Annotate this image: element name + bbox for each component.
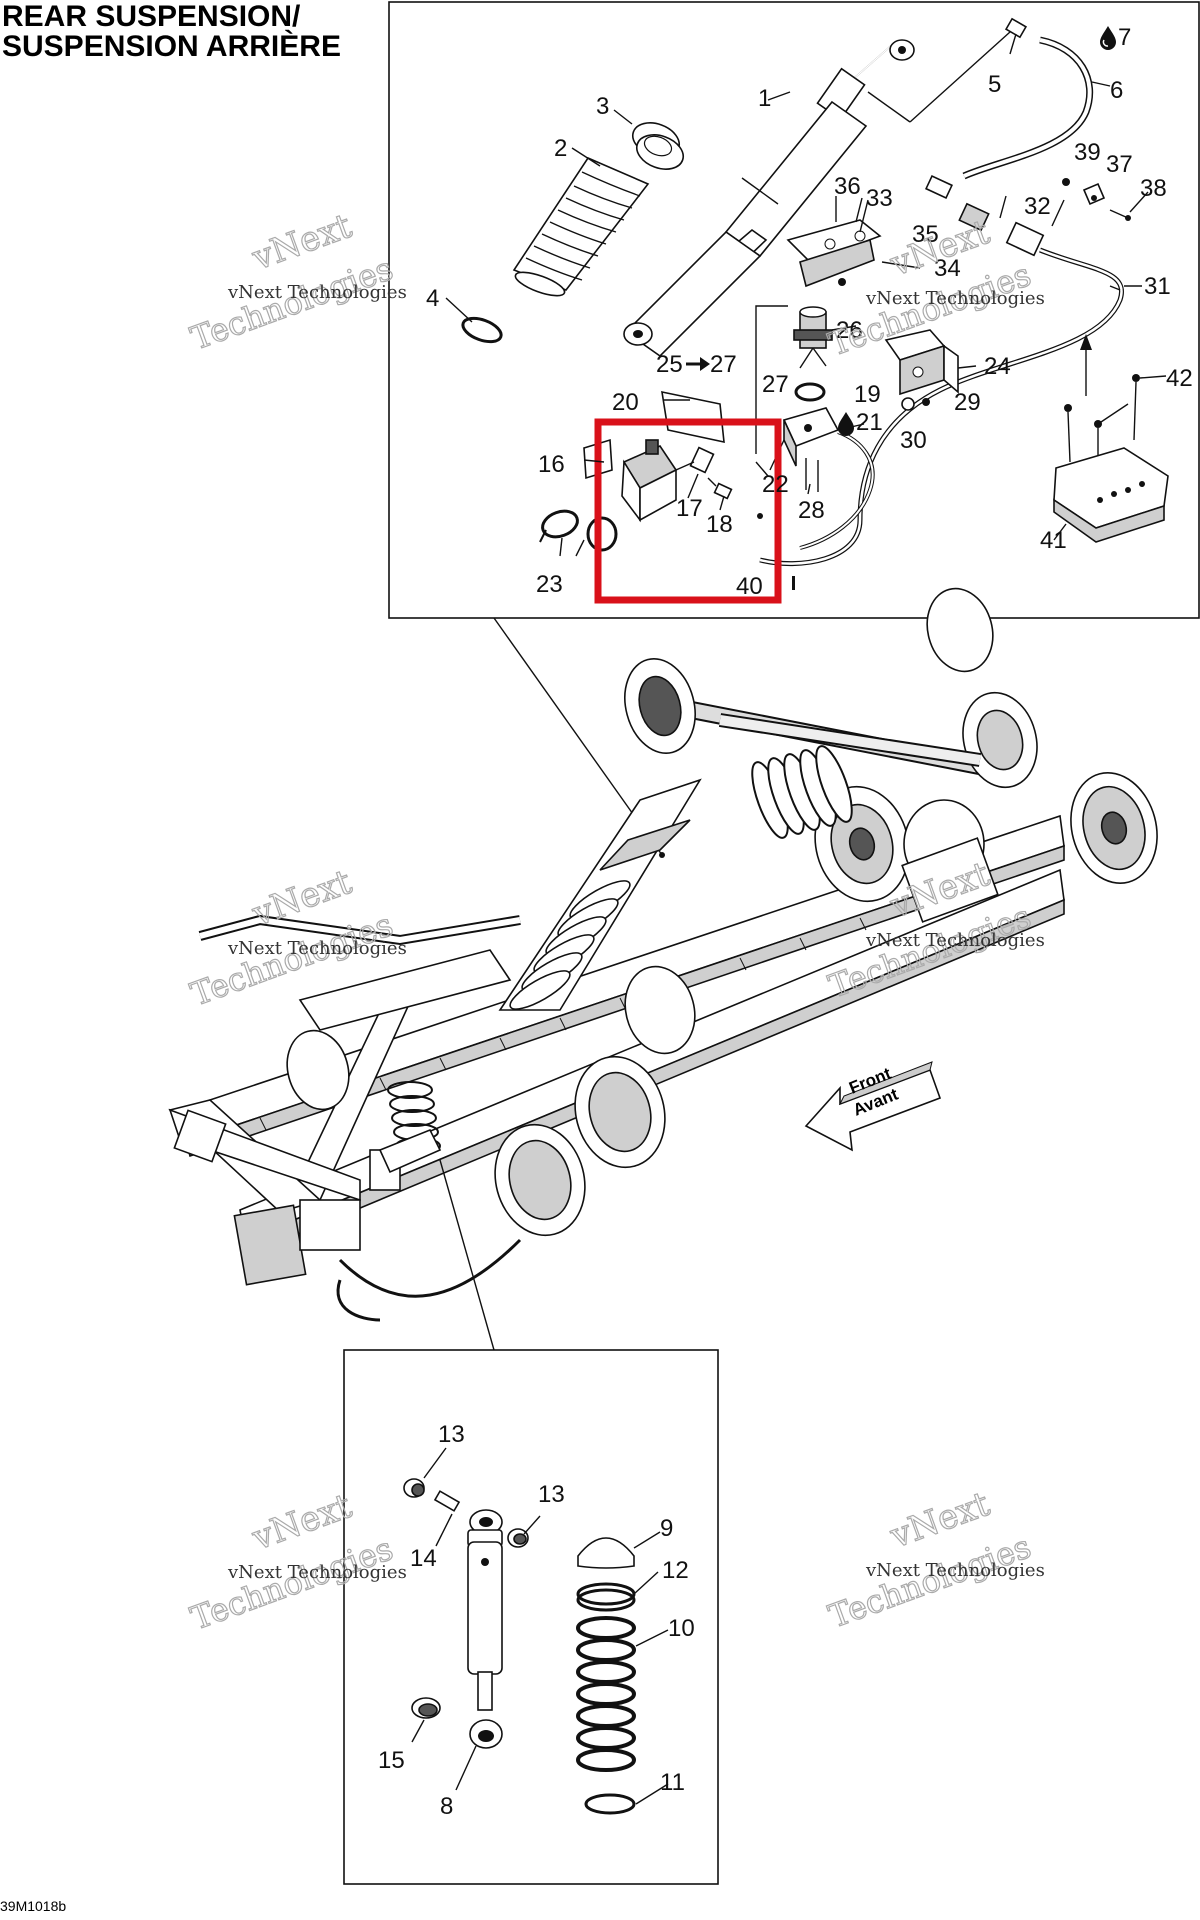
title-line-1: REAR SUSPENSION/ [2, 0, 301, 33]
callout-17: 17 [676, 495, 703, 522]
callout-39: 39 [1074, 139, 1101, 166]
direction-arrow: Front Avant [804, 1061, 942, 1152]
svg-text:vNext Technologies: vNext Technologies [865, 1560, 1045, 1581]
part-41-skid-plate [1053, 374, 1169, 543]
rear-suspension-assembly [168, 587, 1158, 1322]
lower-callouts: 13 13 14 9 12 10 15 8 11 [378, 1421, 695, 1820]
watermark-1: vNext Technologies vNext Technologies [185, 205, 407, 358]
callout-18: 18 [706, 511, 733, 538]
callout-34: 34 [934, 255, 961, 282]
callout-7: 7 [1118, 24, 1131, 51]
callout-13-top: 13 [438, 1421, 465, 1448]
part-33-bracket [786, 199, 921, 288]
callout-11: 11 [660, 1769, 685, 1796]
callout-32: 32 [1024, 193, 1051, 220]
part-37-38-39-clip [1062, 178, 1131, 221]
part-1-shock-absorber [623, 31, 1011, 358]
part-2-dust-boot [512, 156, 650, 297]
callout-21: 21 [856, 409, 883, 436]
callout-27: 27 [762, 371, 789, 398]
callout-1: 1 [758, 85, 771, 112]
title-line-2: SUSPENSION ARRIÈRE [2, 30, 341, 63]
callout-16: 16 [538, 451, 565, 478]
callout-30: 30 [900, 427, 927, 454]
arrow-right-icon [686, 357, 710, 371]
callout-29: 29 [954, 389, 981, 416]
lower-leader-lines [411, 1447, 669, 1805]
callout-5: 5 [988, 71, 1001, 98]
callout-31: 31 [1144, 273, 1171, 300]
part-3-ring [631, 122, 685, 170]
part-24-bracket [884, 329, 977, 396]
callout-8: 8 [440, 1793, 453, 1820]
upper-callouts: 1 2 3 4 5 6 7 39 37 38 36 33 32 35 34 31… [426, 24, 1193, 600]
part-29-washer [901, 397, 915, 411]
callout-14: 14 [410, 1545, 437, 1572]
watermark-5: vNext Technologies vNext Technologies [185, 1485, 407, 1638]
callout-20: 20 [612, 389, 639, 416]
callout-28: 28 [798, 497, 825, 524]
callout-23: 23 [536, 571, 563, 598]
callout-36: 36 [834, 173, 861, 200]
part-lower-shock [403, 1478, 529, 1749]
callout-6: 6 [1110, 77, 1123, 104]
callout-27-range: 27 [710, 351, 737, 378]
callout-24: 24 [984, 353, 1011, 380]
callout-26: 26 [836, 317, 863, 344]
part-26-solenoid [793, 306, 857, 369]
callout-9: 9 [660, 1515, 673, 1542]
callout-33: 33 [866, 185, 893, 212]
part-4-clip [445, 297, 503, 344]
svg-text:vNext Technologies: vNext Technologies [865, 930, 1045, 951]
upper-detail-frame [388, 1, 1200, 619]
svg-text:vNext Technologies: vNext Technologies [227, 938, 407, 959]
callout-42: 42 [1166, 365, 1193, 392]
callout-19: 19 [854, 381, 881, 408]
callout-4: 4 [426, 285, 439, 312]
callout-37: 37 [1106, 151, 1133, 178]
drawing-code: 39M1018b [0, 1898, 67, 1914]
svg-text:vNext Technologies: vNext Technologies [227, 1562, 407, 1583]
callout-25: 25 [656, 351, 683, 378]
oil-drop-icon [838, 412, 854, 436]
part-23-clamps [539, 509, 618, 557]
upper-leader-lines [571, 91, 1149, 511]
callout-41: 41 [1040, 527, 1067, 554]
callout-12: 12 [662, 1557, 689, 1584]
callout-35: 35 [912, 221, 939, 248]
part-16-actuator [583, 438, 763, 523]
lower-detail-frame [343, 1349, 719, 1885]
callout-2: 2 [554, 135, 567, 162]
callout-22: 22 [762, 471, 789, 498]
callout-40: 40 [736, 573, 763, 600]
part-22-valve-block [755, 407, 875, 550]
part-5-6-hose-fitting [925, 17, 1111, 200]
callout-38: 38 [1140, 175, 1167, 202]
oil-drop-icon [1100, 26, 1116, 50]
watermark-6: vNext Technologies vNext Technologies [823, 1483, 1045, 1636]
callout-15: 15 [378, 1747, 405, 1774]
part-lower-spring [576, 1537, 636, 1815]
callout-10: 10 [668, 1615, 695, 1642]
part-27-o-ring [794, 382, 826, 402]
part-20-label [661, 390, 725, 444]
svg-text:vNext Technologies: vNext Technologies [227, 282, 407, 303]
highlight-box [594, 418, 782, 604]
part-40-bolt [792, 576, 795, 590]
part-30-nut [922, 398, 930, 406]
svg-text:vNext Technologies: vNext Technologies [865, 288, 1045, 309]
callout-13-right: 13 [538, 1481, 565, 1508]
part-31-32-line [759, 195, 1142, 567]
callout-3: 3 [596, 93, 609, 120]
